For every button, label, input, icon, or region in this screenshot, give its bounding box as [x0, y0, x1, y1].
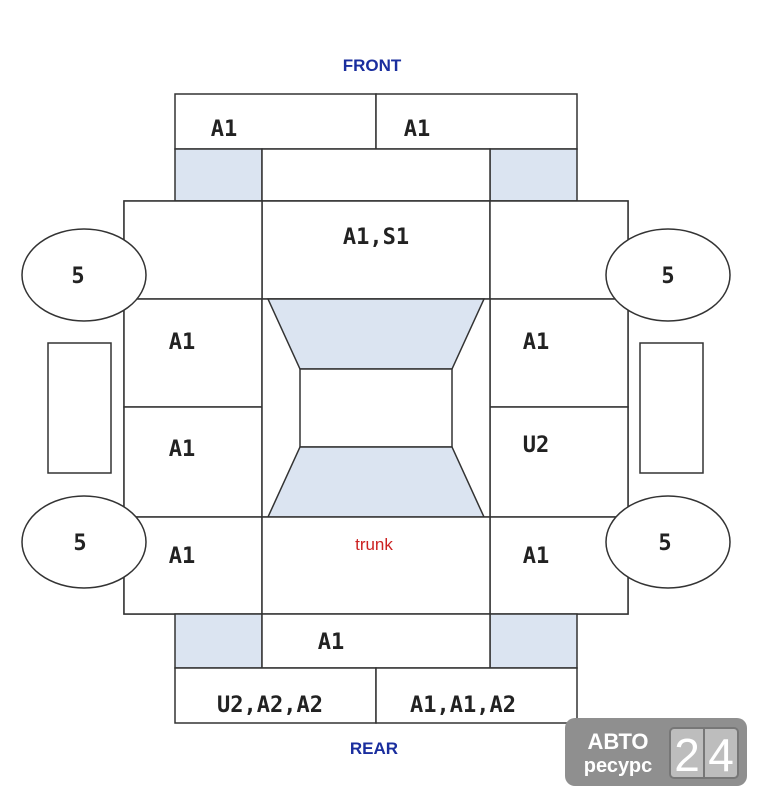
rear-right-door[interactable] — [489, 406, 629, 518]
right-mirror — [639, 342, 704, 474]
rear-bumper-left-label: U2,A2,A2 — [217, 693, 323, 718]
rear-window — [266, 446, 486, 518]
watermark-logo: АВТО ресурс 2 4 — [565, 718, 747, 786]
watermark-digit1: 2 — [674, 729, 700, 781]
front-left-corner — [174, 148, 263, 202]
front-right-door[interactable] — [489, 298, 629, 408]
front-left-door[interactable] — [123, 298, 263, 408]
front-right-door-label: A1 — [523, 330, 550, 355]
wheel-rear-left-label: 5 — [73, 531, 86, 556]
hood-panel[interactable] — [261, 200, 491, 300]
windshield — [266, 298, 486, 370]
trunk-lid-label: A1 — [318, 630, 345, 655]
rear-bumper-right[interactable] — [375, 667, 578, 724]
trunk-lid[interactable] — [261, 613, 491, 669]
left-mirror — [47, 342, 112, 474]
front-label: FRONT — [343, 56, 402, 75]
wheel-front-left-label: 5 — [71, 264, 84, 289]
watermark-digit2: 4 — [708, 729, 734, 781]
rear-bumper-left[interactable] — [174, 667, 377, 724]
wheel-front-right-label: 5 — [661, 264, 674, 289]
front-grille — [261, 148, 491, 202]
watermark-line2: ресурс — [584, 755, 652, 777]
front-bumper-left[interactable] — [174, 93, 377, 150]
front-bumper-right-label: A1 — [404, 117, 431, 142]
wheel-rear-left[interactable] — [21, 495, 147, 589]
front-right-corner — [489, 148, 578, 202]
wheel-front-right[interactable] — [605, 228, 731, 322]
rear-right-door-label: U2 — [523, 433, 550, 458]
rear-right-corner — [489, 613, 578, 669]
wheel-rear-right[interactable] — [605, 495, 731, 589]
wheel-rear-right-label: 5 — [658, 531, 671, 556]
front-left-door-label: A1 — [169, 330, 196, 355]
rear-left-quarter[interactable] — [123, 516, 263, 615]
front-bumper-right[interactable] — [375, 93, 578, 150]
rear-bumper-right-label: A1,A1,A2 — [410, 693, 516, 718]
trunk-area[interactable] — [261, 516, 491, 615]
trunk-label: trunk — [355, 535, 393, 554]
watermark-line1: АВТО — [588, 729, 649, 754]
rear-left-door[interactable] — [123, 406, 263, 518]
hood-label: A1,S1 — [343, 225, 409, 250]
wheel-front-left[interactable] — [21, 228, 147, 322]
rear-left-corner — [174, 613, 263, 669]
roof[interactable] — [299, 368, 453, 448]
rear-left-door-label: A1 — [169, 437, 196, 462]
rear-left-quarter-label: A1 — [169, 544, 196, 569]
front-right-fender[interactable] — [489, 200, 629, 300]
rear-right-quarter-label: A1 — [523, 544, 550, 569]
front-bumper-left-label: A1 — [211, 117, 238, 142]
front-left-fender[interactable] — [123, 200, 263, 300]
rear-label: REAR — [350, 739, 398, 758]
